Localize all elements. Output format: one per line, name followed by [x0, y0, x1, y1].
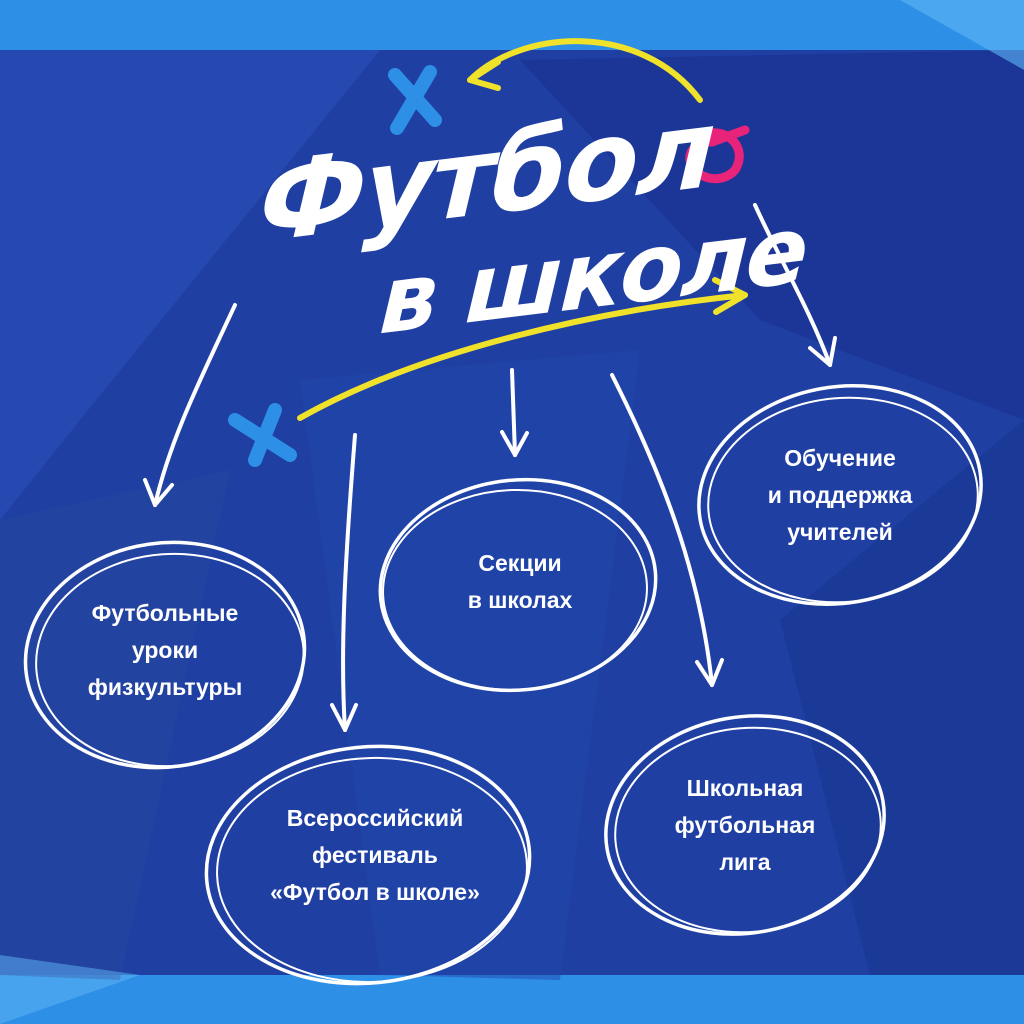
node-teacher-training: Обучение и поддержка учителей: [767, 445, 913, 545]
node-football-lessons: Футбольные уроки физкультуры: [87, 600, 243, 700]
arrow-to-league: [610, 373, 724, 687]
lessons-circle: [23, 540, 307, 770]
cross-icon: [388, 65, 442, 135]
teachers-circle: [697, 384, 983, 606]
scribble-icon: [685, 125, 750, 184]
node-school-league: Школьная футбольная лига: [674, 775, 816, 875]
curved-arrow-bottom: [297, 277, 748, 421]
league-circle: [604, 714, 886, 936]
title-logo: Футбол в школе: [230, 85, 809, 360]
arrow-to-sections: [500, 368, 529, 457]
curved-arrow-top: [467, 38, 703, 103]
node-school-sections: Секции в школах: [467, 550, 573, 613]
arrow-to-festival: [330, 433, 358, 732]
arrow-to-teachers: [753, 203, 837, 367]
festival-circle: [204, 744, 532, 986]
top-band: [0, 0, 1024, 50]
bottom-band: [0, 975, 1024, 1024]
arrow-to-lessons: [143, 303, 237, 507]
sections-circle: [378, 477, 658, 693]
node-festival: Всероссийский фестиваль «Футбол в школе»: [270, 805, 480, 905]
cross-icon: [228, 403, 297, 467]
